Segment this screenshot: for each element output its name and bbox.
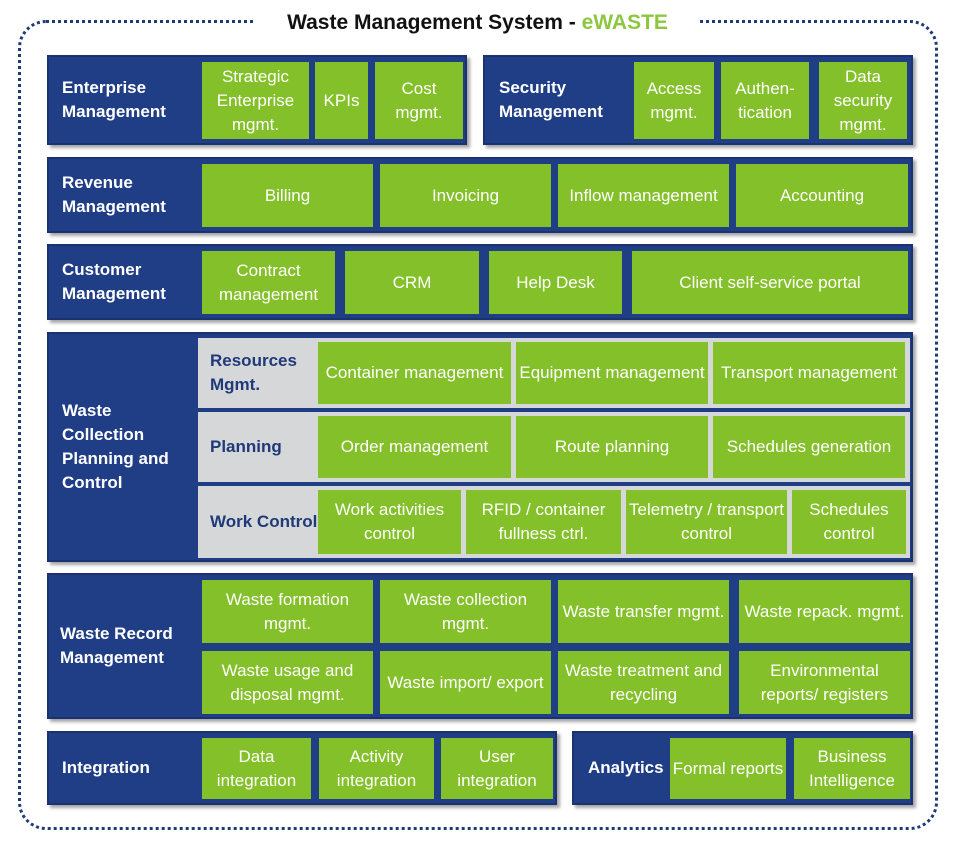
waste-collection-panel: Waste Collection Planning and Control Re… <box>47 332 913 562</box>
module-data-security: Data security mgmt. <box>819 62 907 139</box>
module-waste-repack: Waste repack. mgmt. <box>739 580 910 643</box>
module-activity-integration: Activity integration <box>319 738 434 799</box>
resources-mgmt-row: Resources Mgmt. Container management Equ… <box>198 338 910 408</box>
module-contract-management: Contract management <box>202 251 335 314</box>
title-text: Waste Management System - <box>287 11 582 34</box>
title-brand: eWASTE <box>581 11 668 34</box>
revenue-management-panel: Revenue Management Billing Invoicing Inf… <box>47 157 913 233</box>
module-authentication: Authen-tication <box>721 62 809 139</box>
module-crm: CRM <box>345 251 479 314</box>
work-control-label: Work Control <box>210 512 318 531</box>
integration-label: Integration <box>62 758 150 777</box>
waste-record-label: Waste Record Management <box>60 624 173 667</box>
module-data-integration: Data integration <box>202 738 311 799</box>
module-rfid-container-fullness: RFID / container fullness ctrl. <box>466 490 621 554</box>
module-equipment-management: Equipment management <box>516 342 708 404</box>
diagram-title: Waste Management System - eWASTE <box>255 8 700 38</box>
waste-record-panel: Waste Record Management Waste formation … <box>47 573 913 719</box>
revenue-management-label: Revenue Management <box>62 173 166 216</box>
module-accounting: Accounting <box>736 164 908 227</box>
module-waste-transfer: Waste transfer mgmt. <box>558 580 729 643</box>
module-formal-reports: Formal reports <box>670 738 786 799</box>
module-cost-mgmt: Cost mgmt. <box>375 62 463 139</box>
module-transport-management: Transport management <box>713 342 905 404</box>
module-container-management: Container management <box>318 342 511 404</box>
work-control-row: Work Control Work activities control RFI… <box>198 486 910 558</box>
module-order-management: Order management <box>318 416 511 478</box>
module-route-planning: Route planning <box>516 416 708 478</box>
security-management-panel: Security Management Access mgmt. Authen-… <box>483 55 913 145</box>
module-telemetry-transport-control: Telemetry / transport control <box>626 490 787 554</box>
module-billing: Billing <box>202 164 373 227</box>
security-management-label: Security Management <box>499 78 603 121</box>
module-schedules-control: Schedules control <box>792 490 906 554</box>
module-schedules-generation: Schedules generation <box>713 416 905 478</box>
resources-mgmt-label: Resources Mgmt. <box>210 351 297 394</box>
planning-row: Planning Order management Route planning… <box>198 412 910 482</box>
module-kpis: KPIs <box>315 62 368 139</box>
module-waste-usage-disposal: Waste usage and disposal mgmt. <box>202 651 373 714</box>
integration-panel: Integration Data integration Activity in… <box>47 731 557 805</box>
module-inflow-management: Inflow management <box>558 164 729 227</box>
module-waste-import-export: Waste import/ export <box>380 651 551 714</box>
customer-management-panel: Customer Management Contract management … <box>47 244 913 320</box>
enterprise-management-label: Enterprise Management <box>62 78 166 121</box>
module-environmental-reports: Environmental reports/ registers <box>739 651 910 714</box>
waste-collection-label: Waste Collection Planning and Control <box>62 401 169 492</box>
module-invoicing: Invoicing <box>380 164 551 227</box>
module-user-integration: User integration <box>441 738 553 799</box>
module-business-intelligence: Business Intelligence <box>794 738 910 799</box>
customer-management-label: Customer Management <box>62 260 166 303</box>
analytics-panel: Analytics Formal reports Business Intell… <box>572 731 913 805</box>
enterprise-management-panel: Enterprise Management Strategic Enterpri… <box>47 55 467 145</box>
planning-label: Planning <box>210 437 282 456</box>
module-strategic-enterprise: Strategic Enterprise mgmt. <box>202 62 309 139</box>
module-waste-treatment-recycling: Waste treatment and recycling <box>558 651 729 714</box>
module-work-activities-control: Work activities control <box>318 490 461 554</box>
analytics-label: Analytics <box>588 758 664 777</box>
module-access-mgmt: Access mgmt. <box>634 62 714 139</box>
module-client-portal: Client self-service portal <box>632 251 908 314</box>
module-waste-collection: Waste collection mgmt. <box>380 580 551 643</box>
module-help-desk: Help Desk <box>489 251 622 314</box>
module-waste-formation: Waste formation mgmt. <box>202 580 373 643</box>
